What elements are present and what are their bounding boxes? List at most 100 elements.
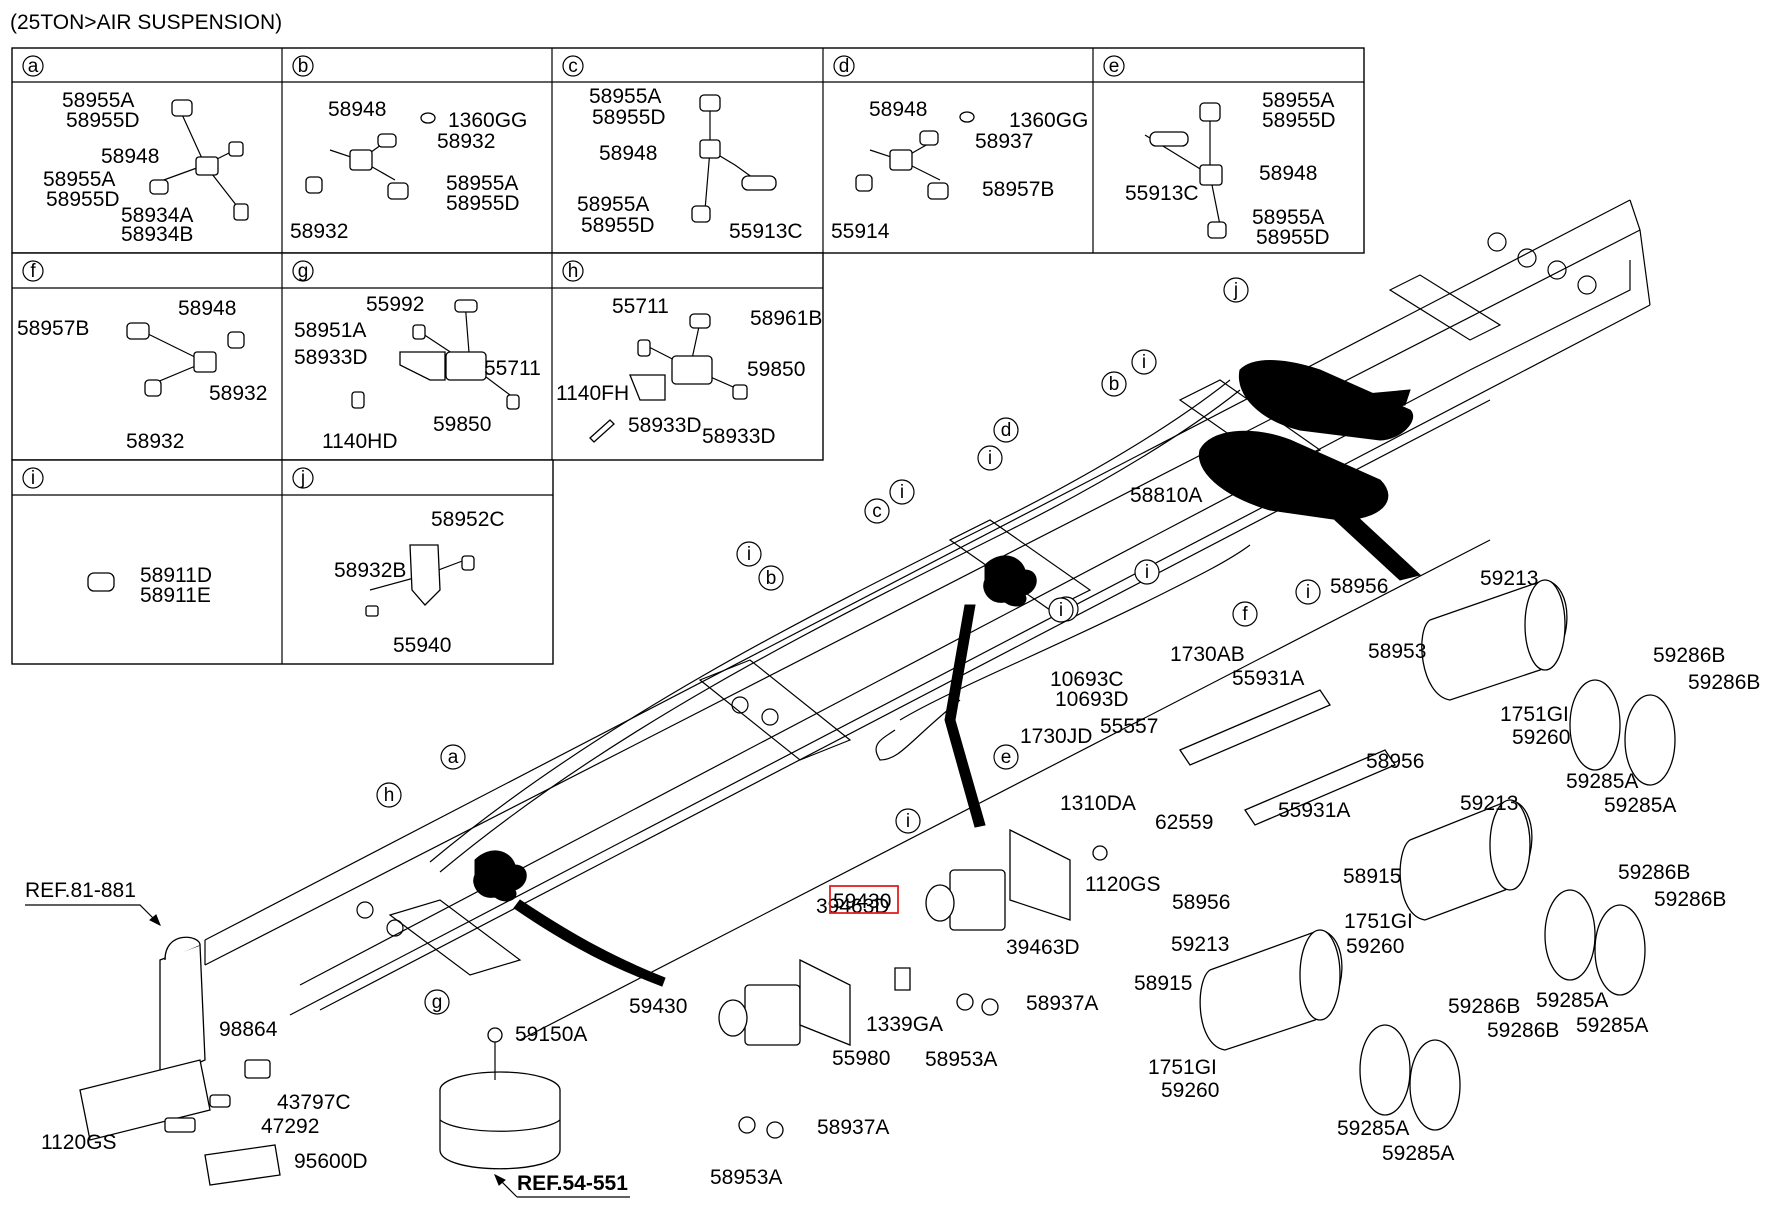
callout-i: i	[1059, 600, 1063, 621]
box-a-label: 58934B	[121, 223, 193, 246]
box-a-parts	[149, 99, 249, 221]
box-letter-circle	[292, 260, 314, 282]
driver-seat	[79, 936, 281, 1186]
main-part-label: 1339GA	[866, 1013, 943, 1036]
main-part-label: 58810A	[1130, 484, 1202, 507]
main-parts	[79, 579, 1676, 1186]
main-part-label: 1751GI	[1344, 910, 1413, 933]
box-j-label: 58952C	[431, 508, 505, 531]
main-part-label: 59213	[1480, 567, 1538, 590]
main-part-label: 58937A	[1026, 992, 1098, 1015]
box-c-parts	[691, 94, 777, 223]
callout-h: h	[384, 785, 395, 806]
box-a-label: 58934A	[121, 204, 193, 227]
main-part-label: 59286B	[1487, 1019, 1559, 1042]
main-part-label: 62559	[1155, 811, 1213, 834]
main-part-label: 59430	[833, 890, 891, 913]
callout-d: d	[1001, 420, 1012, 441]
box-d-label: 55914	[831, 220, 890, 243]
box-letter-circle	[292, 55, 314, 77]
main-part-label: 59430	[629, 995, 687, 1018]
callout-circle	[424, 989, 450, 1015]
box-e-label: 58948	[1259, 162, 1317, 185]
main-part-label: 59260	[1346, 935, 1404, 958]
callout-circle	[977, 445, 1003, 471]
main-part-label: 39463D	[1006, 936, 1080, 959]
box-g-parts	[351, 299, 520, 410]
main-part-label: 59260	[1161, 1079, 1219, 1102]
box-h-parts	[589, 313, 748, 443]
box-f-label: 58932	[126, 430, 184, 453]
box-b-parts	[305, 112, 436, 200]
main-part-label: 59285A	[1576, 1014, 1648, 1037]
box-e-label: 58955D	[1256, 226, 1330, 249]
main-part-label: 98864	[219, 1018, 278, 1041]
reference-links: REF.81-881 REF.54-551	[25, 879, 630, 1198]
box-d-label: 1360GG	[1009, 109, 1088, 132]
main-part-label: 10693D	[1055, 688, 1129, 711]
box-letter-circle	[22, 260, 44, 282]
callout-circle	[993, 417, 1019, 443]
main-part-label: 59150A	[515, 1023, 587, 1046]
box-d-label: 58937	[975, 130, 1033, 153]
box-e-label: 55913C	[1125, 182, 1199, 205]
callout-f: f	[1242, 604, 1248, 625]
main-part-label: 58937A	[817, 1116, 889, 1139]
callout-circle	[1223, 277, 1249, 303]
box-b-label: 58932	[437, 130, 495, 153]
main-part-label: 1730AB	[1170, 643, 1245, 666]
box-a-label: 58948	[101, 145, 159, 168]
air-spring	[439, 1027, 561, 1170]
reference-air-spring[interactable]: REF.54-551	[517, 1172, 628, 1195]
main-part-label: 43797C	[277, 1091, 351, 1114]
callout-circle	[1048, 597, 1074, 623]
callout-i: i	[1145, 562, 1149, 583]
main-part-label: 95600D	[294, 1150, 368, 1173]
main-part-label: 58956	[1172, 891, 1230, 914]
detail-box-grid	[11, 47, 1365, 665]
box-j-label: 55940	[393, 634, 451, 657]
part-labels: 58955A58955D5894858955A58955D58934A58934…	[17, 85, 1760, 1189]
callouts: jbidiciibifiieiahgi	[376, 277, 1321, 1015]
main-part-label: 59285A	[1536, 989, 1608, 1012]
callout-circle	[376, 782, 402, 808]
callout-i: i	[747, 544, 751, 565]
box-i-label: 58911E	[140, 584, 211, 607]
callout-circle	[895, 808, 921, 834]
box-g-label: 58933D	[294, 346, 368, 369]
main-part-label: 58953A	[710, 1166, 782, 1189]
callout-circle	[1295, 579, 1321, 605]
callout-i: i	[1142, 352, 1146, 373]
main-part-label: 59285A	[1382, 1142, 1454, 1165]
box-f-parts	[126, 322, 245, 397]
main-part-label: 1310DA	[1060, 792, 1136, 815]
box-j-parts	[365, 544, 475, 617]
box-g-label: 55711	[484, 357, 541, 380]
box-c-label: 55913C	[729, 220, 803, 243]
callout-a: a	[448, 747, 459, 768]
air-tank-3	[1199, 929, 1343, 1051]
callout-i: i	[988, 448, 992, 469]
box-d-parts	[855, 111, 975, 200]
box-a-label: 58955D	[46, 188, 120, 211]
leveling-valve-lower	[718, 958, 911, 1139]
main-part-label: 58915	[1343, 865, 1401, 888]
highlight-box	[829, 885, 899, 914]
main-part-label: 59285A	[1337, 1117, 1409, 1140]
box-a-label: 58955A	[62, 89, 134, 112]
box-letter-d: d	[839, 56, 850, 77]
box-d-label: 58948	[869, 98, 927, 121]
reference-seat[interactable]: REF.81-881	[25, 879, 136, 902]
main-part-label: 58956	[1330, 575, 1388, 598]
box-b-label: 1360GG	[448, 109, 527, 132]
main-part-label: 59286B	[1618, 861, 1690, 884]
main-part-label: 1120GS	[41, 1131, 117, 1154]
main-part-label: 59260	[1512, 726, 1570, 749]
main-part-label: 39463D	[816, 895, 890, 918]
callout-circle	[758, 565, 784, 591]
main-part-label: 59286B	[1653, 644, 1725, 667]
callout-circle	[1131, 349, 1157, 375]
box-letter-f: f	[30, 261, 36, 282]
box-letter-circle	[22, 55, 44, 77]
